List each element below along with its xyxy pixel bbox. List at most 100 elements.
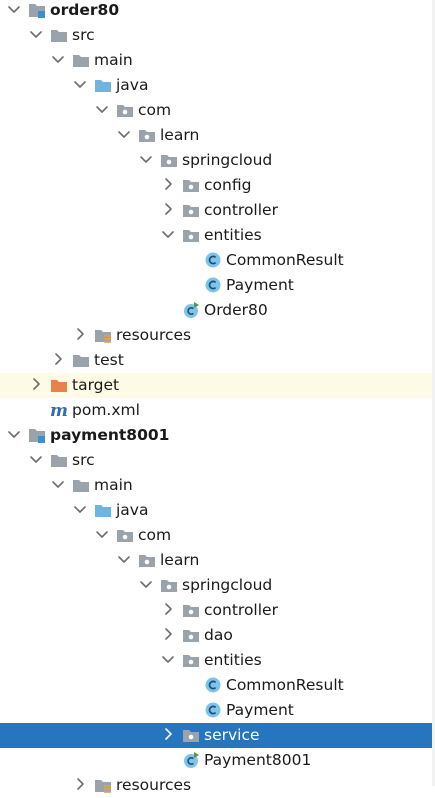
- tree-node-label: test: [94, 351, 124, 369]
- chevron-down-icon[interactable]: [72, 501, 88, 517]
- tree-node-learn[interactable]: learn: [0, 548, 435, 573]
- svg-text:m: m: [50, 401, 68, 419]
- tree-node-label: resources: [116, 776, 192, 794]
- tree-node-entities[interactable]: entities: [0, 648, 435, 673]
- tree-node-springcloud[interactable]: springcloud: [0, 148, 435, 173]
- tree-node-com[interactable]: com: [0, 98, 435, 123]
- chevron-down-icon[interactable]: [72, 76, 88, 92]
- chevron-right-icon[interactable]: [28, 376, 44, 392]
- chevron-right-icon[interactable]: [72, 776, 88, 792]
- tree-node-label: main: [94, 51, 133, 69]
- tree-node-controller[interactable]: controller: [0, 198, 435, 223]
- tree-node-label: Payment8001: [204, 751, 312, 769]
- tree-node-learn[interactable]: learn: [0, 123, 435, 148]
- tree-node-commonresult[interactable]: CommonResult: [0, 673, 435, 698]
- tree-node-resources[interactable]: resources: [0, 323, 435, 348]
- chevron-down-icon[interactable]: [50, 51, 66, 67]
- package-icon: [182, 626, 200, 644]
- package-icon: [160, 151, 178, 169]
- tree-node-springcloud[interactable]: springcloud: [0, 573, 435, 598]
- chevron-right-icon[interactable]: [160, 176, 176, 192]
- chevron-down-icon[interactable]: [28, 26, 44, 42]
- tree-node-label: springcloud: [182, 151, 273, 169]
- java-class-icon: [204, 276, 222, 294]
- tree-node-label: java: [116, 76, 149, 94]
- scrollbar-track[interactable]: [432, 0, 435, 786]
- chevron-down-icon[interactable]: [138, 151, 154, 167]
- tree-node-src[interactable]: src: [0, 448, 435, 473]
- excluded-folder-icon: [50, 376, 68, 394]
- package-icon: [182, 226, 200, 244]
- tree-node-label: controller: [204, 601, 278, 619]
- tree-node-service[interactable]: service: [0, 723, 435, 748]
- folder-icon: [50, 26, 68, 44]
- tree-node-entities[interactable]: entities: [0, 223, 435, 248]
- chevron-right-icon[interactable]: [160, 601, 176, 617]
- package-icon: [182, 651, 200, 669]
- tree-node-main[interactable]: main: [0, 48, 435, 73]
- chevron-down-icon[interactable]: [28, 451, 44, 467]
- tree-node-test[interactable]: test: [0, 348, 435, 373]
- tree-node-payment[interactable]: Payment: [0, 698, 435, 723]
- spring-boot-class-icon: [182, 301, 200, 319]
- tree-node-label: CommonResult: [226, 251, 344, 269]
- tree-node-java[interactable]: java: [0, 498, 435, 523]
- chevron-down-icon[interactable]: [138, 576, 154, 592]
- tree-node-label: Payment: [226, 701, 294, 719]
- chevron-down-icon[interactable]: [6, 1, 22, 17]
- chevron-right-icon[interactable]: [160, 626, 176, 642]
- resources-folder-icon: [94, 326, 112, 344]
- tree-node-label: order80: [50, 1, 120, 19]
- tree-node-commonresult[interactable]: CommonResult: [0, 248, 435, 273]
- tree-node-config[interactable]: config: [0, 173, 435, 198]
- tree-node-label: target: [72, 376, 120, 394]
- tree-node-label: learn: [160, 126, 200, 144]
- chevron-down-icon[interactable]: [50, 476, 66, 492]
- tree-node-main[interactable]: main: [0, 473, 435, 498]
- tree-node-target[interactable]: target: [0, 373, 435, 398]
- tree-node-label: controller: [204, 201, 278, 219]
- tree-node-order80[interactable]: Order80: [0, 298, 435, 323]
- chevron-down-icon[interactable]: [6, 426, 22, 442]
- chevron-right-icon[interactable]: [72, 326, 88, 342]
- tree-node-payment8001[interactable]: payment8001: [0, 423, 435, 448]
- tree-node-label: com: [138, 101, 172, 119]
- package-icon: [116, 101, 134, 119]
- tree-node-label: learn: [160, 551, 200, 569]
- tree-node-label: main: [94, 476, 133, 494]
- chevron-down-icon[interactable]: [116, 126, 132, 142]
- module-folder-icon: [28, 1, 46, 19]
- package-icon: [182, 176, 200, 194]
- tree-node-src[interactable]: src: [0, 23, 435, 48]
- tree-node-label: pom.xml: [72, 401, 140, 419]
- folder-icon: [72, 351, 90, 369]
- tree-node-dao[interactable]: dao: [0, 623, 435, 648]
- tree-node-label: dao: [204, 626, 233, 644]
- spring-boot-class-icon: [182, 751, 200, 769]
- source-folder-icon: [94, 501, 112, 519]
- tree-node-label: CommonResult: [226, 676, 344, 694]
- chevron-down-icon[interactable]: [94, 101, 110, 117]
- tree-node-controller[interactable]: controller: [0, 598, 435, 623]
- package-icon: [138, 551, 156, 569]
- chevron-down-icon[interactable]: [94, 526, 110, 542]
- chevron-down-icon[interactable]: [116, 551, 132, 567]
- maven-pom-icon: m: [50, 401, 68, 421]
- chevron-down-icon[interactable]: [160, 651, 176, 667]
- tree-node-payment[interactable]: Payment: [0, 273, 435, 298]
- tree-node-label: Payment: [226, 276, 294, 294]
- chevron-right-icon[interactable]: [160, 726, 176, 742]
- tree-node-payment8001[interactable]: Payment8001: [0, 748, 435, 773]
- tree-node-java[interactable]: java: [0, 73, 435, 98]
- tree-node-order80[interactable]: order80: [0, 0, 435, 23]
- chevron-right-icon[interactable]: [50, 351, 66, 367]
- package-icon: [182, 726, 200, 744]
- chevron-down-icon[interactable]: [160, 226, 176, 242]
- tree-node-label: service: [204, 726, 260, 744]
- chevron-right-icon[interactable]: [160, 201, 176, 217]
- tree-node-label: java: [116, 501, 149, 519]
- tree-node-label: src: [72, 451, 95, 469]
- java-class-icon: [204, 251, 222, 269]
- tree-node-com[interactable]: com: [0, 523, 435, 548]
